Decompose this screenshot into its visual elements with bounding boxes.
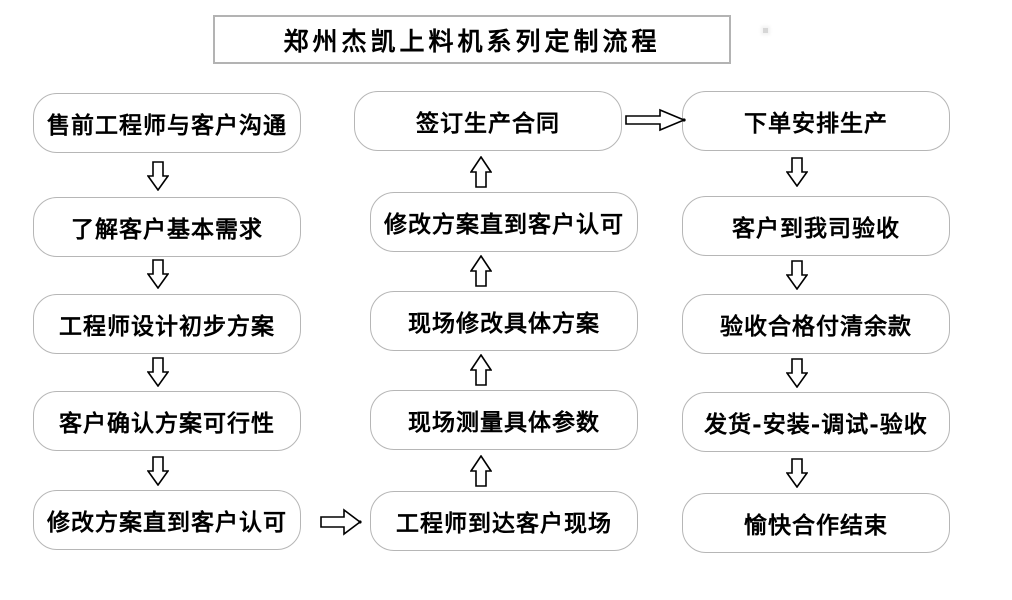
speck-artifact: [763, 28, 768, 33]
down-arrow-icon: [786, 458, 808, 488]
flow-step-label: 工程师到达客户现场: [396, 510, 612, 537]
flow-step-label: 了解客户基本需求: [71, 216, 263, 243]
flow-step-presale-communication: 售前工程师与客户沟通: [33, 93, 301, 153]
flow-step-confirm-feasibility: 客户确认方案可行性: [33, 391, 301, 451]
flow-step-label: 下单安排生产: [744, 110, 888, 137]
flow-step-label: 修改方案直到客户认可: [47, 509, 287, 536]
up-arrow-icon: [470, 156, 492, 188]
down-arrow-icon: [147, 456, 169, 486]
right-arrow-icon: [625, 108, 687, 132]
flow-step-label: 签订生产合同: [416, 110, 560, 137]
flow-step-label: 工程师设计初步方案: [59, 313, 275, 340]
flow-step-cooperation-ends: 愉快合作结束: [682, 493, 950, 553]
flow-step-pay-balance: 验收合格付清余款: [682, 294, 950, 354]
up-arrow-icon: [470, 354, 492, 386]
flow-step-label: 发货-安装-调试-验收: [704, 411, 928, 438]
down-arrow-icon: [147, 259, 169, 289]
flow-step-sign-contract: 签订生产合同: [354, 91, 622, 151]
flow-step-label: 客户到我司验收: [732, 215, 900, 242]
flow-step-label: 现场修改具体方案: [408, 310, 600, 337]
flow-step-revise-until-approved-1: 修改方案直到客户认可: [33, 490, 301, 550]
down-arrow-icon: [147, 357, 169, 387]
flow-step-revise-until-approved-2: 修改方案直到客户认可: [370, 192, 638, 252]
flow-step-initial-design: 工程师设计初步方案: [33, 294, 301, 354]
flow-step-schedule-production: 下单安排生产: [682, 91, 950, 151]
flow-step-customer-inspection: 客户到我司验收: [682, 196, 950, 256]
flow-step-ship-install-debug-accept: 发货-安装-调试-验收: [682, 392, 950, 452]
flow-step-label: 验收合格付清余款: [720, 313, 912, 340]
down-arrow-icon: [147, 161, 169, 191]
up-arrow-icon: [470, 455, 492, 487]
flow-step-onsite-revise-plan: 现场修改具体方案: [370, 291, 638, 351]
down-arrow-icon: [786, 358, 808, 388]
flow-step-understand-needs: 了解客户基本需求: [33, 197, 301, 257]
right-arrow-icon: [320, 508, 362, 536]
flow-step-engineer-arrives-site: 工程师到达客户现场: [370, 491, 638, 551]
title-box: 郑州杰凯上料机系列定制流程: [213, 15, 731, 64]
flow-step-label: 售前工程师与客户沟通: [47, 112, 287, 139]
flow-step-onsite-measure-parameters: 现场测量具体参数: [370, 390, 638, 450]
down-arrow-icon: [786, 157, 808, 187]
flow-step-label: 愉快合作结束: [744, 512, 888, 539]
page-title: 郑州杰凯上料机系列定制流程: [283, 26, 661, 56]
down-arrow-icon: [786, 260, 808, 290]
flow-step-label: 客户确认方案可行性: [59, 410, 275, 437]
flow-step-label: 修改方案直到客户认可: [384, 211, 624, 238]
up-arrow-icon: [470, 255, 492, 287]
flow-step-label: 现场测量具体参数: [408, 409, 600, 436]
